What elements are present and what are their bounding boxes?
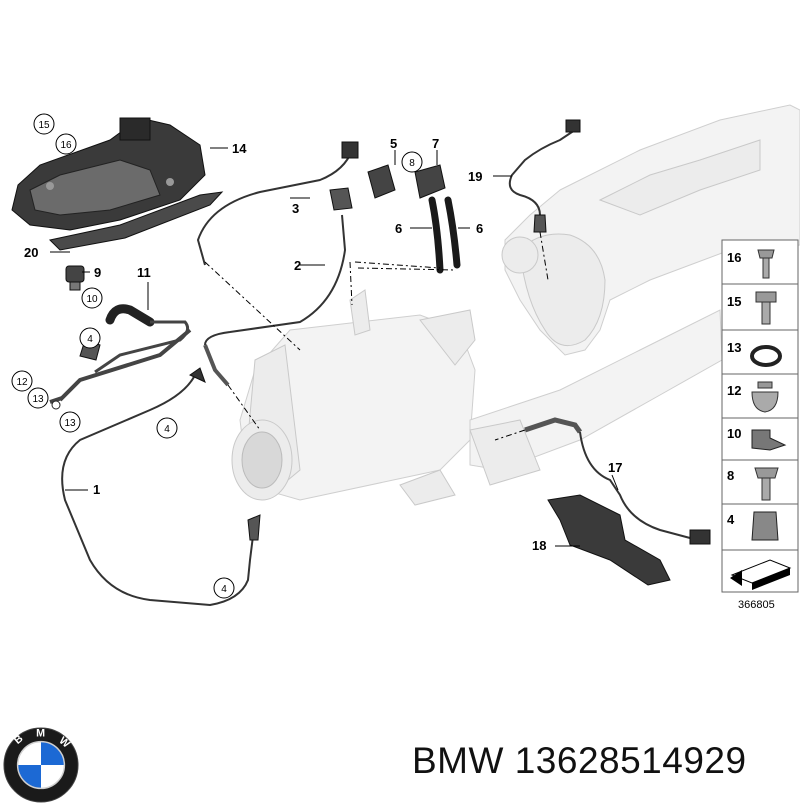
temperature-sensor-1 [61, 367, 261, 607]
part-number: 13628514929 [514, 740, 747, 781]
callout-labels: 15 16 14 20 9 11 10 4 12 13 13 4 1 4 3 2… [11, 113, 622, 599]
callout-12: 12 [16, 377, 28, 388]
svg-text:M: M [36, 728, 45, 740]
callout-8: 8 [409, 158, 415, 169]
callout-20: 20 [24, 245, 38, 260]
callout-2: 2 [294, 258, 301, 273]
lambda-sensor-19 [508, 119, 581, 233]
brand-name: BMW [412, 740, 504, 781]
particulate-filter-ghost [231, 289, 476, 501]
callout-14: 14 [232, 141, 247, 156]
temperature-sensor-3 [196, 141, 359, 387]
panel-label-8: 8 [727, 468, 734, 483]
callout-9: 9 [94, 265, 101, 280]
reference-number: 366805 [738, 599, 775, 611]
bmw-logo: B M W [3, 727, 79, 803]
callout-1: 1 [93, 482, 100, 497]
callout-6a: 6 [395, 221, 402, 236]
intake-manifold-ghost [501, 104, 800, 356]
callout-19: 19 [468, 169, 482, 184]
callout-4a: 4 [87, 334, 93, 345]
location-lines [204, 231, 549, 441]
callout-3: 3 [292, 201, 299, 216]
exhaust-pipe-ghost [399, 309, 723, 506]
callout-18: 18 [532, 538, 546, 553]
pipe-12-13 [49, 328, 192, 410]
pressure-sensors-5-7 [367, 164, 461, 274]
panel-label-4: 4 [727, 512, 735, 527]
footer-title: BMW 13628514929 [412, 740, 747, 782]
callout-4b: 4 [164, 424, 170, 435]
callout-16: 16 [60, 140, 72, 151]
parts-panel: 16 15 13 12 10 8 4 366805 [721, 239, 799, 611]
pressure-sensor-9 [65, 265, 85, 291]
panel-label-10: 10 [727, 426, 741, 441]
bracket-18 [547, 494, 671, 586]
callout-7: 7 [432, 136, 439, 151]
panel-label-16: 16 [727, 250, 741, 265]
callout-5: 5 [390, 136, 397, 151]
callout-15: 15 [38, 120, 50, 131]
callout-4c: 4 [221, 584, 227, 595]
panel-label-12: 12 [727, 383, 741, 398]
panel-label-15: 15 [727, 294, 741, 309]
callout-13b: 13 [64, 418, 76, 429]
leader-lines [50, 147, 619, 547]
callout-17: 17 [608, 460, 622, 475]
callout-13a: 13 [32, 394, 44, 405]
panel-label-13: 13 [727, 340, 741, 355]
callout-6b: 6 [476, 221, 483, 236]
callout-11: 11 [137, 265, 151, 280]
callout-10: 10 [86, 294, 98, 305]
lambda-sensor-17 [524, 417, 711, 545]
bracket-assembly [11, 117, 224, 251]
